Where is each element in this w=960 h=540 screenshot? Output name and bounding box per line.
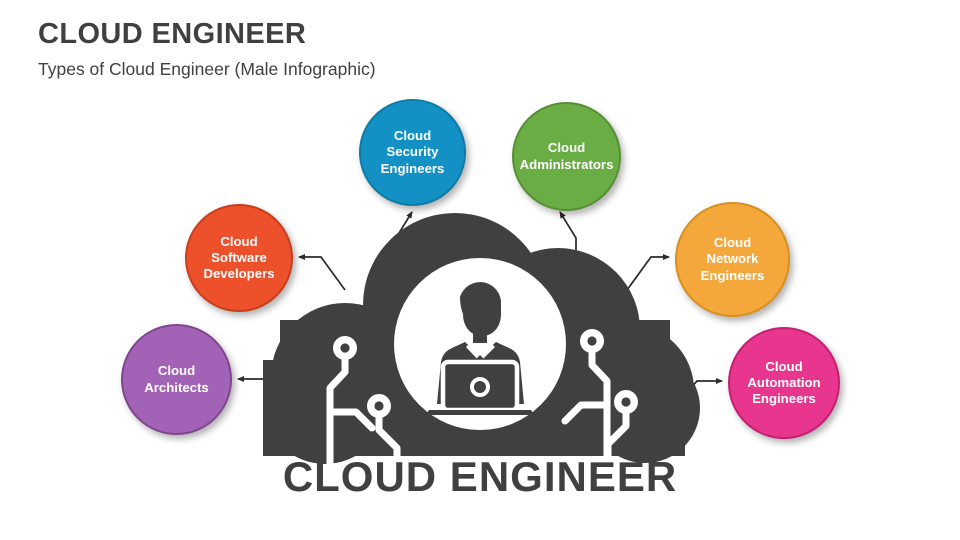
page-subtitle: Types of Cloud Engineer (Male Infographi… (38, 59, 376, 80)
node-label: Cloud Automation Engineers (747, 358, 821, 407)
node-label: Cloud Network Engineers (700, 235, 765, 283)
node-cloud-automation-engineers[interactable]: Cloud Automation Engineers (728, 327, 840, 439)
node-label: Cloud Architects (144, 363, 209, 395)
connector-to-network (626, 254, 670, 291)
node-cloud-administrators[interactable]: Cloud Administrators (512, 102, 621, 211)
connector-to-developers (298, 254, 346, 291)
page-title: CLOUD ENGINEER (38, 18, 307, 50)
node-cloud-network-engineers[interactable]: Cloud Network Engineers (675, 202, 790, 317)
node-label: Cloud Software Developers (203, 233, 275, 282)
header: CLOUD ENGINEER Types of Cloud Engineer (… (38, 18, 738, 80)
businessman-with-laptop-icon (428, 282, 532, 415)
bottom-caption: CLOUD ENGINEER (282, 453, 678, 500)
node-label: Cloud Security Engineers (380, 128, 445, 176)
node-cloud-security-engineers[interactable]: Cloud Security Engineers (359, 99, 466, 206)
node-cloud-software-developers[interactable]: Cloud Software Developers (185, 204, 293, 312)
node-label: Cloud Administrators (519, 140, 614, 172)
node-cloud-architects[interactable]: Cloud Architects (121, 324, 232, 435)
